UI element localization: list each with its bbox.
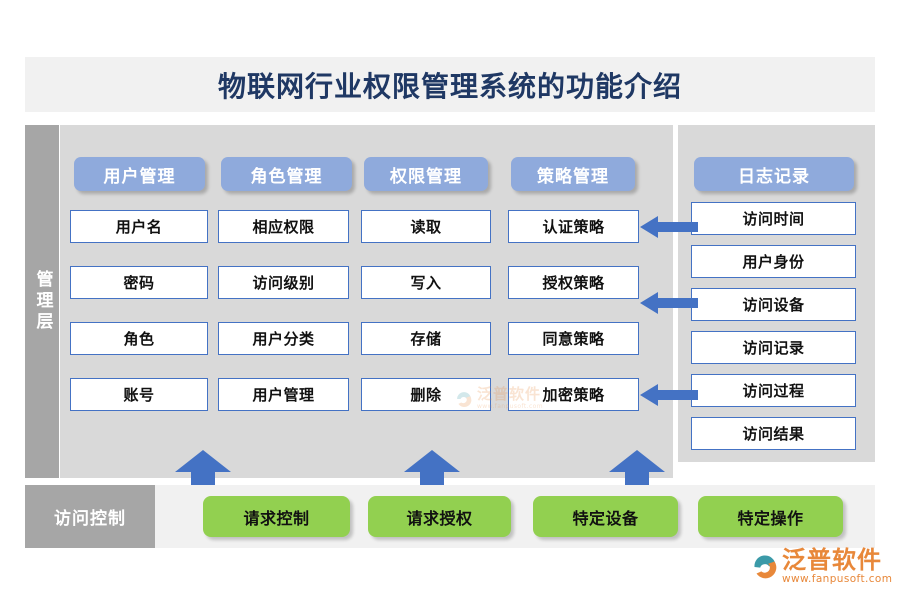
brand-url: www.fanpusoft.com: [782, 573, 893, 585]
cell-log-3[interactable]: 访问设备: [691, 288, 856, 321]
access-control-button-request-control[interactable]: 请求控制: [203, 496, 350, 537]
cell-label: 访问时间: [742, 210, 805, 228]
fanpu-logo-icon: [455, 390, 473, 408]
watermark-logo: 泛普软件 www.fanpusoft.com: [455, 387, 543, 410]
cell-label: 访问记录: [742, 339, 805, 357]
arrow-left-icon-log-to-grant-policy: [640, 291, 698, 315]
access-control-button-specific-device[interactable]: 特定设备: [533, 496, 678, 537]
cell-label: 认证策略: [542, 218, 605, 236]
column-header-role-management[interactable]: 角色管理: [221, 157, 352, 191]
cell-permission-management-1[interactable]: 读取: [361, 210, 491, 243]
cell-policy-management-3[interactable]: 同意策略: [508, 322, 639, 355]
cell-log-2[interactable]: 用户身份: [691, 245, 856, 278]
access-control-label: 访问控制: [54, 509, 126, 529]
cell-label: 访问过程: [742, 382, 805, 400]
cell-policy-management-1[interactable]: 认证策略: [508, 210, 639, 243]
column-header-label: 日志记录: [738, 166, 810, 187]
column-header-label: 用户管理: [103, 166, 176, 187]
cell-permission-management-2[interactable]: 写入: [361, 266, 491, 299]
brand-name: 泛普软件: [477, 385, 542, 403]
column-header-label: 权限管理: [390, 166, 462, 187]
column-header-log-record[interactable]: 日志记录: [694, 157, 854, 191]
cell-role-management-4[interactable]: 用户管理: [218, 378, 349, 411]
cell-user-management-1[interactable]: 用户名: [70, 210, 208, 243]
cell-role-management-1[interactable]: 相应权限: [218, 210, 349, 243]
access-control-button-request-authorization[interactable]: 请求授权: [368, 496, 511, 537]
cell-user-management-3[interactable]: 角色: [70, 322, 208, 355]
cell-label: 写入: [410, 274, 442, 292]
cell-label: 用户身份: [742, 253, 805, 271]
arrow-up-icon-request-control: [175, 450, 231, 488]
cell-label: 授权策略: [542, 274, 605, 292]
cell-label: 访问设备: [742, 296, 805, 314]
arrow-left-icon-log-to-auth-policy: [640, 215, 698, 239]
cell-label: 读取: [410, 218, 442, 236]
cell-label: 用户分类: [252, 330, 315, 348]
cell-label: 密码: [123, 274, 155, 292]
cell-log-4[interactable]: 访问记录: [691, 331, 856, 364]
cell-user-management-4[interactable]: 账号: [70, 378, 208, 411]
arrow-up-icon-specific-device: [609, 450, 665, 488]
cell-log-1[interactable]: 访问时间: [691, 202, 856, 235]
cell-role-management-2[interactable]: 访问级别: [218, 266, 349, 299]
cell-label: 访问结果: [742, 425, 805, 443]
brand-url: www.fanpusoft.com: [477, 403, 543, 410]
column-header-permission-management[interactable]: 权限管理: [364, 157, 488, 191]
management-layer-label: 管理层: [32, 270, 53, 333]
cell-log-5[interactable]: 访问过程: [691, 374, 856, 407]
cell-label: 存储: [410, 330, 442, 348]
brand-logo: 泛普软件 www.fanpusoft.com: [752, 548, 892, 585]
arrow-left-icon-log-to-encrypt-policy: [640, 383, 698, 407]
brand-name: 泛普软件: [782, 546, 882, 574]
page-title: 物联网行业权限管理系统的功能介绍: [217, 69, 682, 103]
green-button-label: 特定操作: [737, 508, 804, 528]
green-button-label: 请求控制: [243, 508, 310, 528]
green-button-label: 特定设备: [572, 508, 639, 528]
cell-label: 相应权限: [252, 218, 315, 236]
watermark-logo-text: 泛普软件 www.fanpusoft.com: [477, 387, 543, 410]
cell-label: 同意策略: [542, 330, 605, 348]
access-control-sidebar: 访问控制: [25, 485, 155, 548]
column-header-user-management[interactable]: 用户管理: [74, 157, 205, 191]
column-header-label: 角色管理: [250, 166, 323, 187]
cell-permission-management-4[interactable]: 删除: [361, 378, 491, 411]
cell-label: 用户名: [115, 218, 163, 236]
arrow-up-icon-request-authorization: [404, 450, 460, 488]
brand-logo-text: 泛普软件 www.fanpusoft.com: [782, 548, 892, 585]
cell-label: 角色: [123, 330, 155, 348]
cell-label: 删除: [410, 386, 442, 404]
cell-policy-management-2[interactable]: 授权策略: [508, 266, 639, 299]
cell-permission-management-3[interactable]: 存储: [361, 322, 491, 355]
access-control-button-specific-operation[interactable]: 特定操作: [698, 496, 843, 537]
green-button-label: 请求授权: [406, 508, 473, 528]
cell-label: 加密策略: [542, 386, 605, 404]
cell-role-management-3[interactable]: 用户分类: [218, 322, 349, 355]
cell-policy-management-4[interactable]: 加密策略: [508, 378, 639, 411]
cell-log-6[interactable]: 访问结果: [691, 417, 856, 450]
fanpu-logo-icon: [752, 553, 778, 579]
cell-label: 用户管理: [252, 386, 315, 404]
column-header-policy-management[interactable]: 策略管理: [511, 157, 635, 191]
cell-label: 访问级别: [252, 274, 315, 292]
column-header-label: 策略管理: [537, 166, 609, 187]
title-band: 物联网行业权限管理系统的功能介绍: [25, 57, 875, 112]
cell-user-management-2[interactable]: 密码: [70, 266, 208, 299]
management-layer-sidebar: 管理层: [25, 125, 59, 478]
cell-label: 账号: [123, 386, 155, 404]
